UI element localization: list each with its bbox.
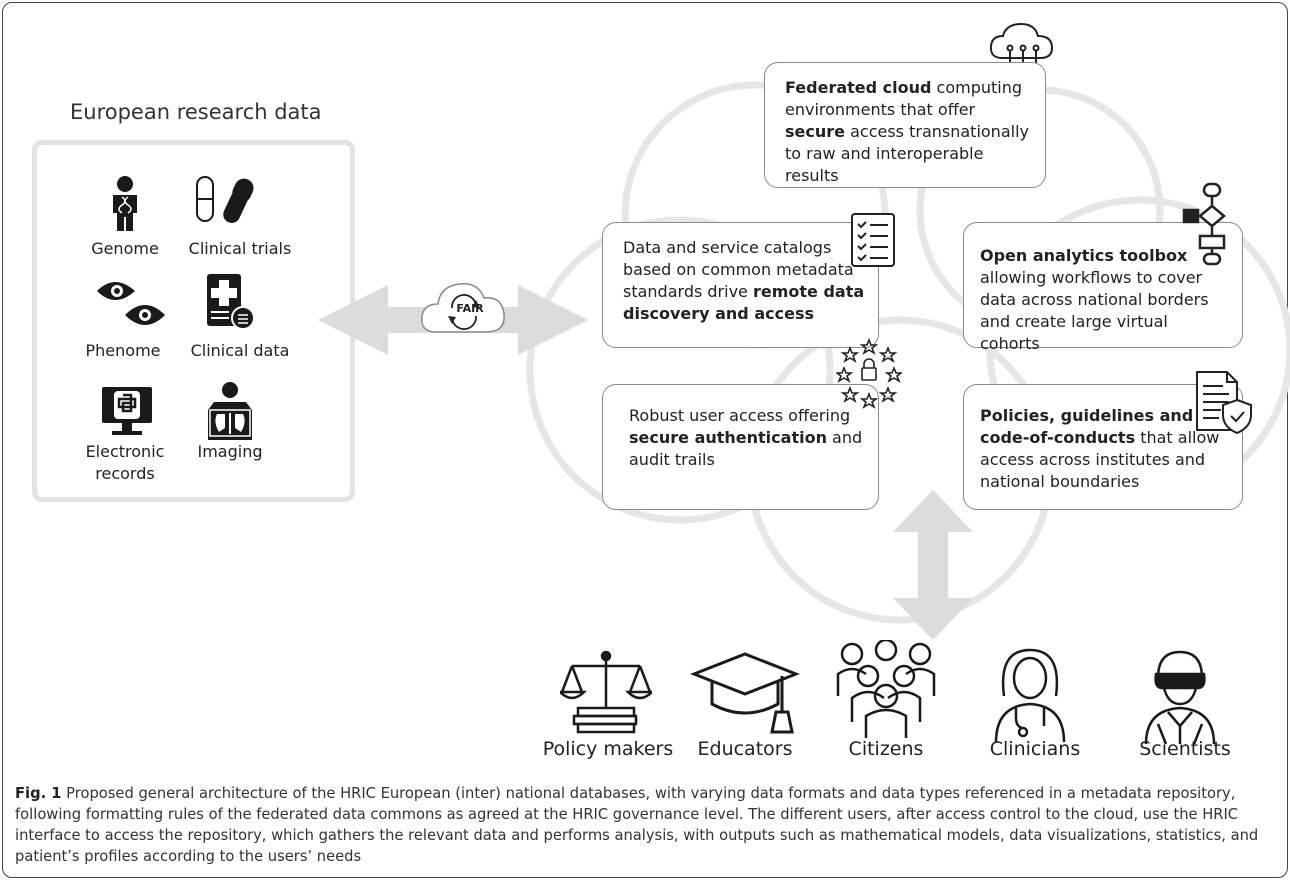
xray-icon	[208, 382, 252, 440]
box-bold-text: remote data discovery and access	[623, 282, 865, 323]
analytics-box: Open analytics toolbox allowing workflow…	[963, 222, 1243, 353]
federated-cloud-box: Federated cloud computing environments t…	[764, 62, 1046, 188]
box-text: access transnationally to raw and intero…	[785, 122, 1029, 185]
box-text: computing environments that offer	[785, 78, 1023, 119]
panel-title: European research data	[70, 100, 322, 124]
source-label: Clinical data	[190, 341, 290, 360]
source-label: Genome	[91, 239, 159, 258]
user-label: Scientists	[1139, 738, 1231, 760]
figure-caption: Fig. 1 Proposed general architecture of …	[15, 783, 1277, 867]
box-text: allowing workflows to cover data across …	[980, 268, 1209, 353]
user-label: Clinicians	[989, 738, 1081, 760]
box-text: that allow access across institutes and …	[980, 428, 1220, 491]
box-bold-text: secure authentication	[629, 428, 827, 447]
catalog-document-icon	[851, 213, 895, 267]
eyes-icon	[97, 282, 165, 325]
source-label: Imaging	[197, 442, 263, 461]
secure-lock-icon	[836, 338, 902, 409]
user-label: Educators	[697, 738, 793, 760]
scales-icon	[560, 650, 652, 734]
box-bold-text: Open analytics toolbox	[980, 246, 1188, 265]
figure-number: Fig. 1	[15, 785, 62, 802]
user-label: Policy makers	[542, 738, 674, 760]
graduation-cap-icon	[690, 652, 800, 734]
fair-label: FAIR	[456, 302, 484, 315]
workflow-icon	[1182, 182, 1226, 266]
box-bold-text: secure	[785, 122, 845, 141]
caption-text: Proposed general architecture of the HRI…	[15, 785, 1259, 865]
fair-cloud-icon	[421, 283, 505, 333]
box-text: Data and service catalogs based on commo…	[623, 238, 854, 301]
policy-shield-icon	[1196, 371, 1252, 435]
vertical-bidirectional-arrow	[893, 490, 973, 640]
box-text: and audit trails	[629, 428, 863, 469]
box-bold-text: Policies, guidelines and code-of-conduct…	[980, 406, 1194, 447]
pills-icon	[196, 176, 254, 223]
monitor-icon	[102, 387, 152, 435]
scientist-icon	[1144, 650, 1216, 745]
user-access-box: Robust user access offering secure authe…	[602, 384, 879, 510]
box-bold-text: Federated cloud	[785, 78, 932, 97]
clinician-icon	[994, 648, 1066, 743]
box-text: Robust user access offering	[629, 406, 851, 425]
medical-record-icon	[207, 274, 255, 330]
source-label: Electronic records	[85, 442, 165, 483]
source-label: Phenome	[85, 341, 161, 360]
genome-icon	[113, 176, 137, 231]
user-label: Citizens	[848, 738, 924, 760]
catalog-box: Data and service catalogs based on commo…	[602, 222, 879, 348]
crowd-icon	[836, 640, 936, 738]
source-label: Clinical trials	[188, 239, 292, 258]
